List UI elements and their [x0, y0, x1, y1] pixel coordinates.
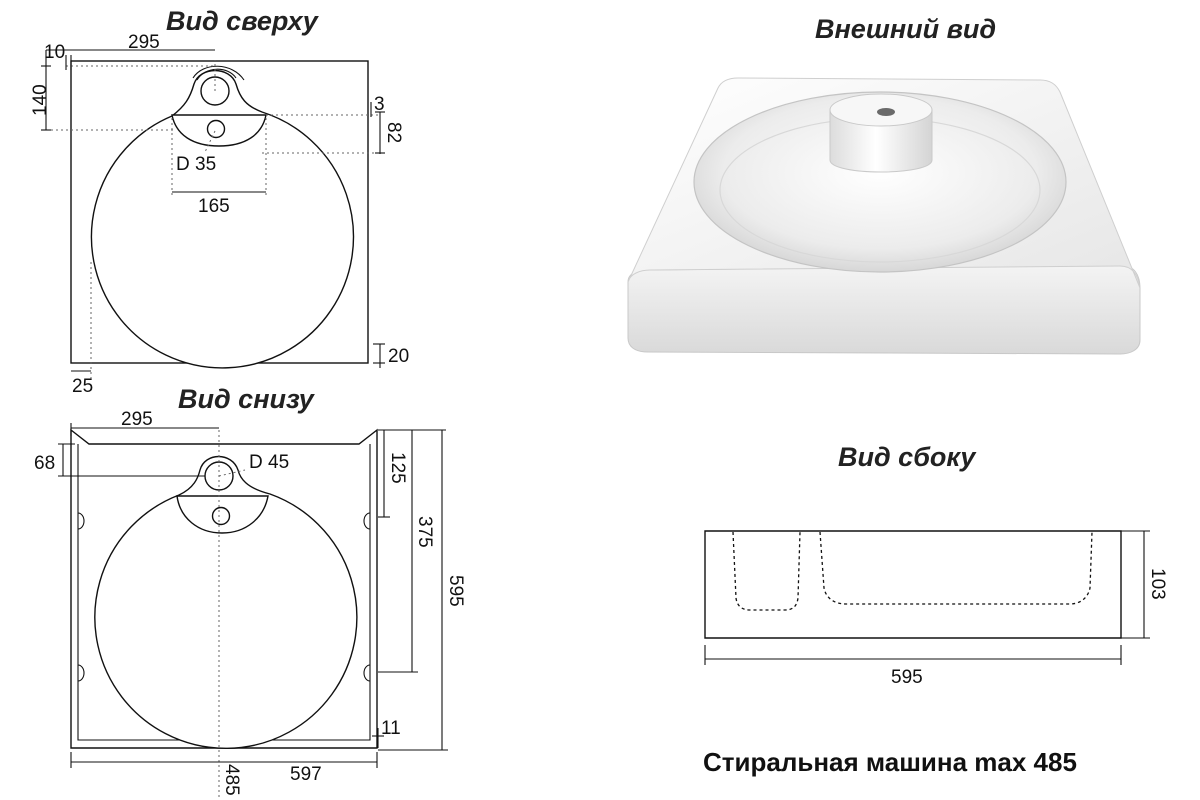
top-dim-3: 3 — [374, 94, 385, 115]
side-view-outline — [704, 530, 1122, 639]
side-dim-103: 103 — [1147, 568, 1168, 600]
top-dim-295: 295 — [128, 32, 160, 53]
top-dim-140: 140 — [30, 84, 51, 116]
bottom-view-drawing: 295 68 D 45 125 375 595 11 597 485 — [34, 409, 466, 800]
side-view-drawing: 103 595 — [704, 530, 1168, 688]
top-view-title: Вид сверху — [166, 6, 320, 36]
bottom-dim-597: 597 — [290, 764, 322, 785]
top-view-drawing: 10 295 140 3 82 D 35 165 20 25 — [30, 32, 409, 397]
bottom-view-title: Вид снизу — [178, 384, 316, 414]
top-dim-165: 165 — [198, 196, 230, 217]
bottom-dim-125: 125 — [387, 452, 408, 484]
top-dim-20: 20 — [388, 346, 409, 367]
top-dim-10: 10 — [44, 42, 65, 63]
sink-exterior-image — [627, 77, 1141, 355]
top-dim-25: 25 — [72, 376, 93, 397]
bottom-dim-375: 375 — [414, 516, 435, 548]
top-dim-d35: D 35 — [176, 154, 216, 175]
top-view-basin — [90, 69, 355, 369]
bottom-view-drain-hole — [211, 506, 231, 526]
bottom-dim-295: 295 — [121, 409, 153, 430]
bottom-dim-11: 11 — [381, 718, 401, 739]
bottom-dim-d45: D 45 — [249, 452, 289, 473]
side-view-title: Вид сбоку — [838, 442, 977, 472]
top-view-drain-hole — [206, 119, 226, 139]
bottom-dim-68: 68 — [34, 453, 55, 474]
bottom-dim-595: 595 — [445, 575, 466, 607]
side-dim-595: 595 — [891, 667, 923, 688]
washing-machine-caption: Стиральная машина max 485 — [703, 747, 1077, 777]
bottom-dim-485: 485 — [221, 764, 242, 796]
top-dim-82: 82 — [383, 122, 404, 143]
bottom-view-basin — [94, 455, 358, 749]
exterior-view-title: Внешний вид — [815, 14, 996, 44]
